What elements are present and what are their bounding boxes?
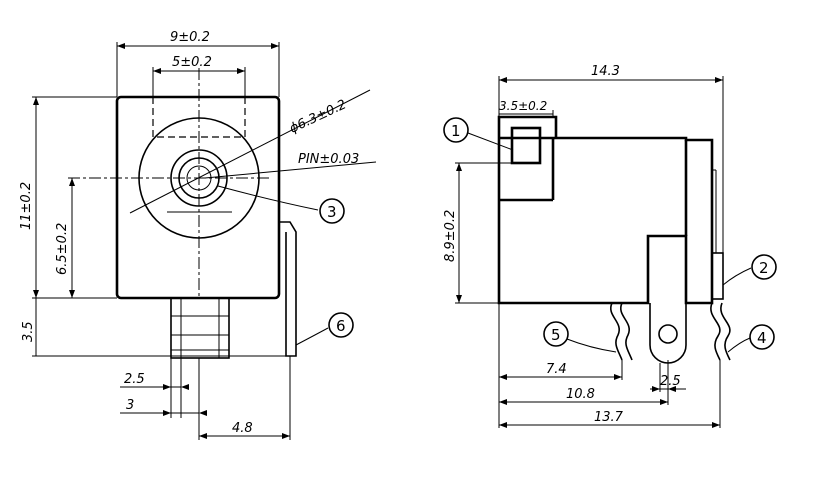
- dim-side-2-5-label: 2.5: [660, 374, 681, 389]
- dim-13-7-label: 13.7: [594, 410, 624, 425]
- callout-5-label: 5: [551, 326, 561, 344]
- side-view: 14.3 3.5±0.2 8.9±0.2 7.4 2.5 10.8: [443, 64, 777, 428]
- side-pin-round: [649, 303, 687, 364]
- side-right-tab: [711, 252, 724, 300]
- front-view: 9±0.2 5±0.2 ϕ6.3±0.2 PIN±0.03 11±0.2 6.5…: [19, 30, 377, 440]
- diameter-leader: [129, 89, 371, 214]
- dim-side-height-label: 8.9±0.2: [443, 210, 458, 262]
- callout-3-label: 3: [327, 203, 337, 221]
- dim-4-8-label: 4.8: [232, 421, 253, 436]
- side-pin-5: [609, 302, 623, 361]
- dim-protrusion-label: 3.5: [21, 321, 36, 342]
- side-body: [497, 115, 714, 305]
- callout-4-circle: [749, 324, 775, 350]
- callout-3-circle: [319, 198, 345, 224]
- dim-center-height-label: 6.5±0.2: [55, 223, 70, 275]
- callout-5-circle: [543, 321, 569, 347]
- callout-6-leader: [295, 327, 329, 346]
- dim-width-label: 9±0.2: [170, 30, 210, 45]
- side-pin-4: [710, 302, 721, 361]
- callout-1-circle: [443, 117, 469, 143]
- dim-top-step-label: 3.5±0.2: [499, 99, 547, 113]
- dim-10-8-label: 10.8: [566, 387, 595, 402]
- callout-1-label: 1: [451, 122, 461, 140]
- dim-2-5-label: 2.5: [124, 372, 145, 387]
- dim-pin-label: PIN±0.03: [298, 152, 359, 167]
- callout-6-label: 6: [336, 317, 346, 335]
- dim-7-4-label: 7.4: [546, 362, 567, 377]
- callout-2-circle: [751, 254, 777, 280]
- dim-length-label: 14.3: [591, 64, 620, 79]
- callout-1-leader: [467, 132, 514, 151]
- callout-4-leader: [727, 337, 751, 353]
- side-pin-hole: [658, 324, 678, 344]
- side-pin-terminal: [280, 221, 297, 357]
- dim-slot-label: 5±0.2: [172, 55, 212, 70]
- pin-leader: [204, 161, 377, 179]
- dim-height-label: 11±0.2: [19, 182, 34, 230]
- callout-5-leader: [566, 338, 617, 353]
- dim-diameter-label: ϕ6.3±0.2: [287, 97, 348, 136]
- side-top-tab: [510, 126, 542, 165]
- callout-2-label: 2: [759, 259, 769, 277]
- dim-3-label: 3: [126, 398, 134, 413]
- bottom-pin: [170, 297, 230, 359]
- callout-3-leader: [217, 185, 319, 211]
- callout-6-circle: [328, 312, 354, 338]
- callout-2-leader: [722, 267, 752, 286]
- callout-4-label: 4: [757, 329, 767, 347]
